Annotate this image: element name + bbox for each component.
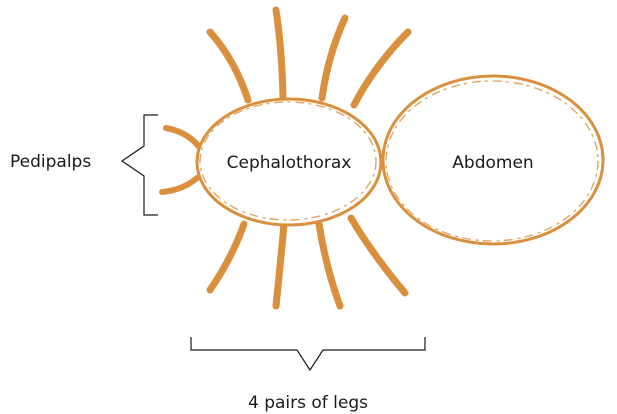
legs-label: 4 pairs of legs <box>248 393 368 413</box>
lower-leg-2 <box>276 224 284 306</box>
abdomen-label: Abdomen <box>452 153 533 173</box>
upper-leg-3 <box>322 18 345 98</box>
cephalothorax-label: Cephalothorax <box>227 153 352 173</box>
legs-bracket <box>191 337 425 370</box>
pedipalps-label: Pedipalps <box>10 152 91 172</box>
pedipalp-lower <box>162 178 197 192</box>
upper-leg-1 <box>210 32 248 100</box>
pedipalp-upper <box>166 128 200 148</box>
lower-legs <box>210 218 405 306</box>
upper-leg-2 <box>276 10 283 97</box>
lower-leg-4 <box>351 218 405 293</box>
upper-legs <box>210 10 408 105</box>
upper-leg-4 <box>354 32 408 105</box>
pedipalps-bracket <box>122 115 158 215</box>
lower-leg-1 <box>210 224 244 290</box>
lower-leg-3 <box>319 224 340 306</box>
pedipalps <box>162 128 200 192</box>
